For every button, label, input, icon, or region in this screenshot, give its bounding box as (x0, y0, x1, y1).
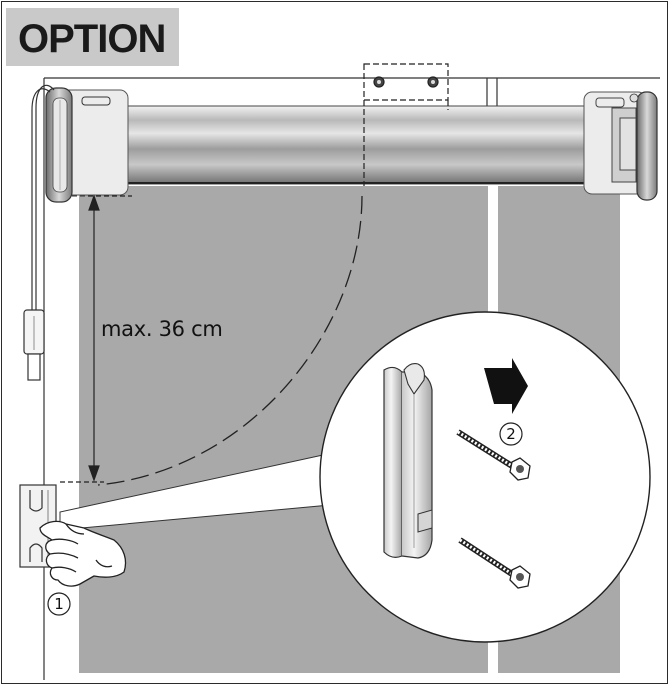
roller-tube (65, 105, 627, 185)
step-1-label: 1 (54, 595, 64, 613)
right-bracket (583, 91, 658, 201)
dimension-line (60, 194, 132, 483)
direction-arrow-icon (484, 358, 528, 414)
step-2-circle (499, 422, 523, 446)
swing-arc (97, 195, 363, 486)
max-distance-label: max. 36 cm (101, 317, 223, 341)
clip-profile (383, 363, 433, 559)
left-end-cap (45, 87, 73, 203)
top-center-bracket (363, 63, 449, 186)
screw-icon (458, 537, 531, 589)
step-1-circle (47, 592, 71, 616)
cable-plug-icon (23, 309, 45, 381)
option-label: OPTION (18, 17, 166, 61)
step-2-label: 2 (506, 425, 516, 443)
screw-icon (456, 429, 531, 481)
window-frame (43, 77, 660, 680)
hand-icon (39, 520, 127, 587)
motor-cable (31, 84, 55, 310)
option-badge: OPTION (6, 8, 179, 66)
